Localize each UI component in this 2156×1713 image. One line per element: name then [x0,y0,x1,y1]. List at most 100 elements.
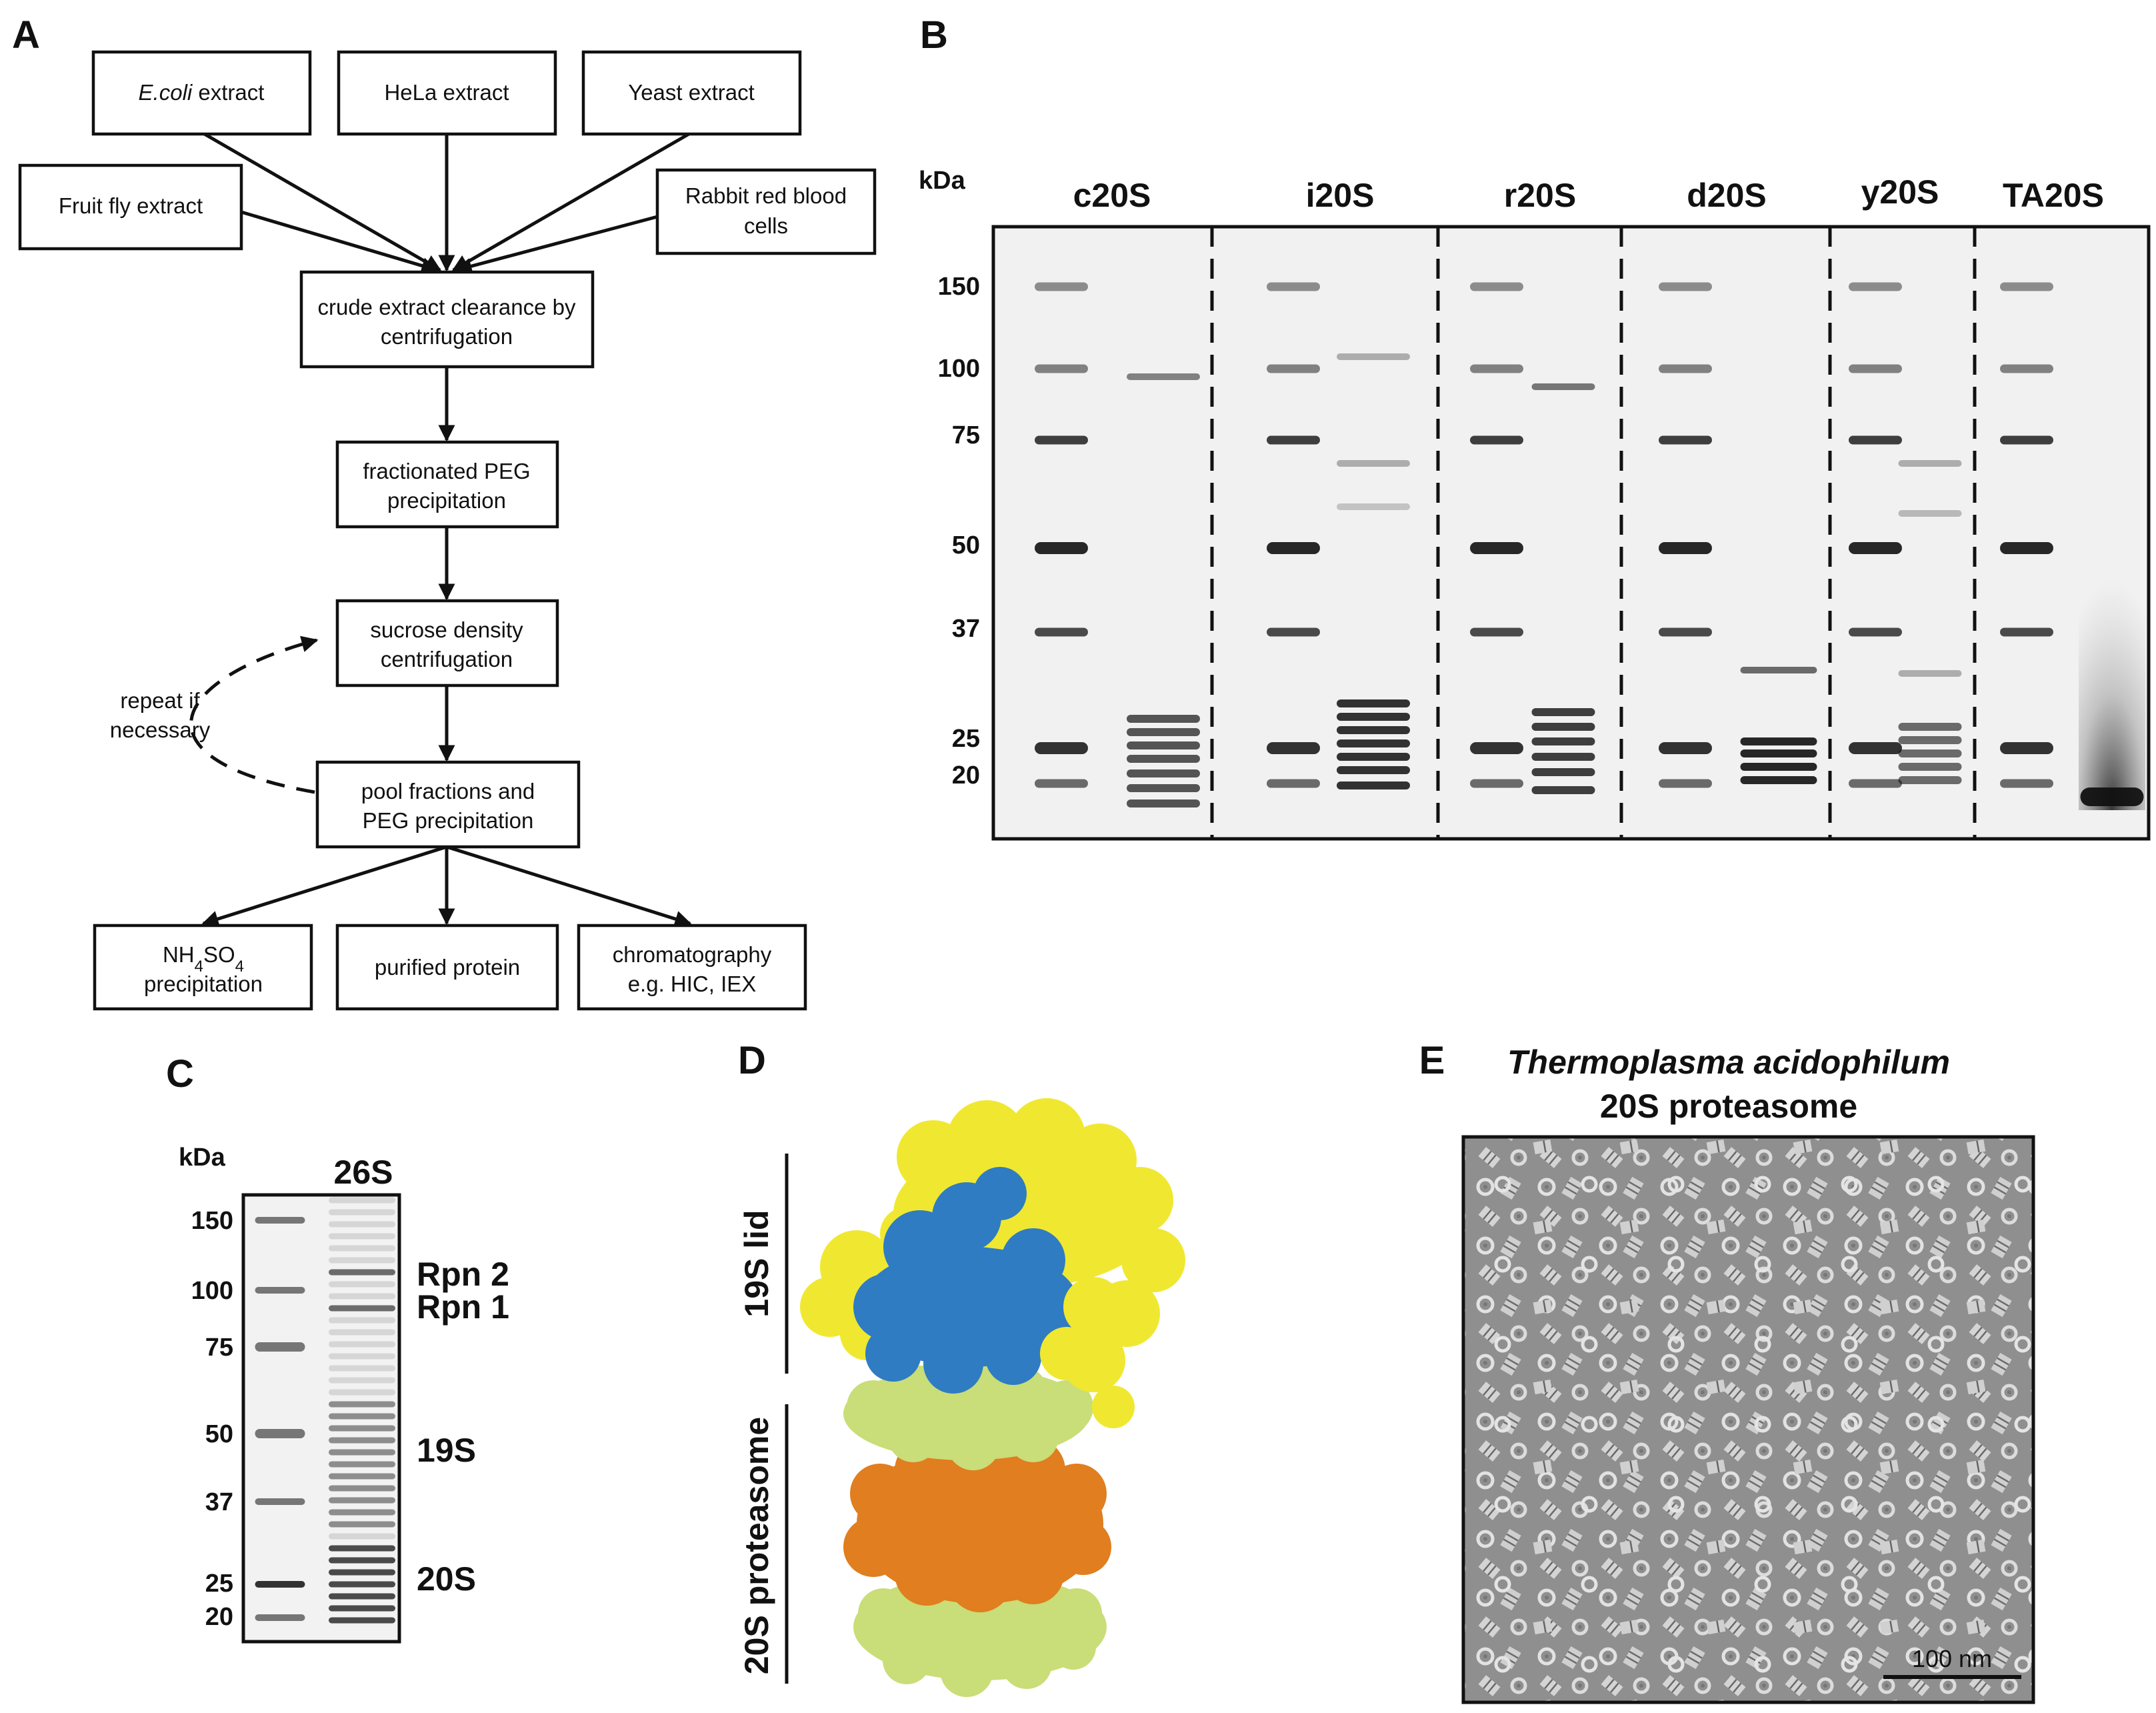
marker-75: 75 [952,421,980,449]
marker-band [1267,435,1320,445]
c-marker-37: 37 [205,1488,233,1516]
marker-band [1659,779,1712,788]
c-sample-band [329,1485,395,1492]
marker-band [2000,542,2053,554]
svg-text:NH4SO4: NH4SO4 [163,942,244,976]
marker-band [2000,364,2053,373]
proteasome-structure [800,1098,1185,1697]
marker-band [2000,435,2053,445]
step-pool: pool fractions and PEG precipitation [315,760,581,849]
marker-band [1849,627,1902,637]
c-sample-band [329,1269,395,1276]
c-marker-band [255,1217,305,1224]
c-marker-band [255,1342,305,1352]
c-sample-band [329,1521,395,1528]
marker-50: 50 [952,531,980,559]
repeat-label-2: necessary [110,717,211,742]
marker-band [1849,542,1902,554]
marker-band [1659,435,1712,445]
c-marker-150: 150 [191,1207,233,1235]
sample-band [1898,736,1962,744]
sample-band [1740,737,1817,745]
c-label-19s: 19S [417,1432,476,1469]
gel-c-unit: kDa [179,1144,226,1172]
c-sample-band [329,1605,395,1612]
marker-band [1267,282,1320,291]
panel-a-label: A [12,13,40,57]
marker-band [1659,627,1712,637]
c-sample-band [329,1233,395,1240]
c-sample-band [329,1557,395,1564]
sample-band [1127,373,1200,380]
c-sample-band [329,1437,395,1444]
c-sample-band [329,1329,395,1336]
marker-band [1849,779,1902,788]
panel-b-label: B [920,13,948,57]
sample-band [1127,728,1200,736]
sample-band [1531,723,1595,731]
c-sample-band [329,1449,395,1456]
sample-band [1740,763,1817,771]
sample-band [1337,460,1410,467]
lane-label-i20s: i20S [1306,177,1375,214]
marker-band [1035,364,1088,373]
purified-label: purified protein [375,955,520,980]
c-sample-band [329,1377,395,1384]
output-purified: purified protein [335,924,559,1011]
step-clearance-line1: crude extract clearance by [317,295,576,319]
marker-band [1849,364,1902,373]
sample-band [1127,769,1200,777]
c-sample-band [329,1257,395,1264]
marker-band [1035,779,1088,788]
c-marker-band [255,1581,305,1588]
c-sample-band [329,1341,395,1348]
c-sample-band [329,1281,395,1288]
c-sample-band [329,1401,395,1408]
output-nh4so4: NH4SO4 precipitation [93,924,313,1011]
c-sample-band [329,1509,395,1516]
marker-37: 37 [952,615,980,643]
ta20s-band [2080,787,2144,806]
sample-band [1898,510,1962,517]
marker-band [1267,742,1320,754]
sample-band [1898,723,1962,731]
c-sample-band [329,1593,395,1600]
marker-band [1470,779,1523,788]
gel-b-unit: kDa [919,167,966,195]
micrograph-title-2: 20S proteasome [1600,1088,1857,1125]
sample-band [1337,781,1410,789]
c-sample-band [329,1413,395,1420]
step-peg: fractionated PEG precipitation [335,440,559,529]
c-sample-band [329,1581,395,1588]
c-sample-band [329,1617,395,1624]
c-label-20s: 20S [417,1560,476,1598]
marker-band [2000,742,2053,754]
sample-band [1127,784,1200,792]
c-sample-band [329,1389,395,1396]
label-20s-proteasome: 20S proteasome [738,1417,775,1674]
step-sucrose-line2: centrifugation [381,647,513,671]
chrom-label-1: chromatography [613,942,772,967]
marker-band [1267,364,1320,373]
marker-band [2000,779,2053,788]
marker-band [1035,742,1088,754]
marker-band [1035,627,1088,637]
lane-label-d20s: d20S [1687,177,1767,214]
c-sample-band [329,1461,395,1468]
c-marker-50: 50 [205,1420,233,1448]
marker-band [2000,282,2053,291]
sample-band [1898,776,1962,784]
marker-band [1470,282,1523,291]
marker-band [1267,779,1320,788]
marker-150: 150 [938,273,980,301]
sample-band [1898,670,1962,677]
c-sample-band [329,1221,395,1228]
c-sample-band [329,1425,395,1432]
ecoli-extract-label: extract [198,80,264,105]
c-sample-band [329,1305,395,1312]
marker-25: 25 [952,725,980,753]
sample-band [1127,741,1200,749]
marker-band [1849,435,1902,445]
marker-band [1470,542,1523,554]
